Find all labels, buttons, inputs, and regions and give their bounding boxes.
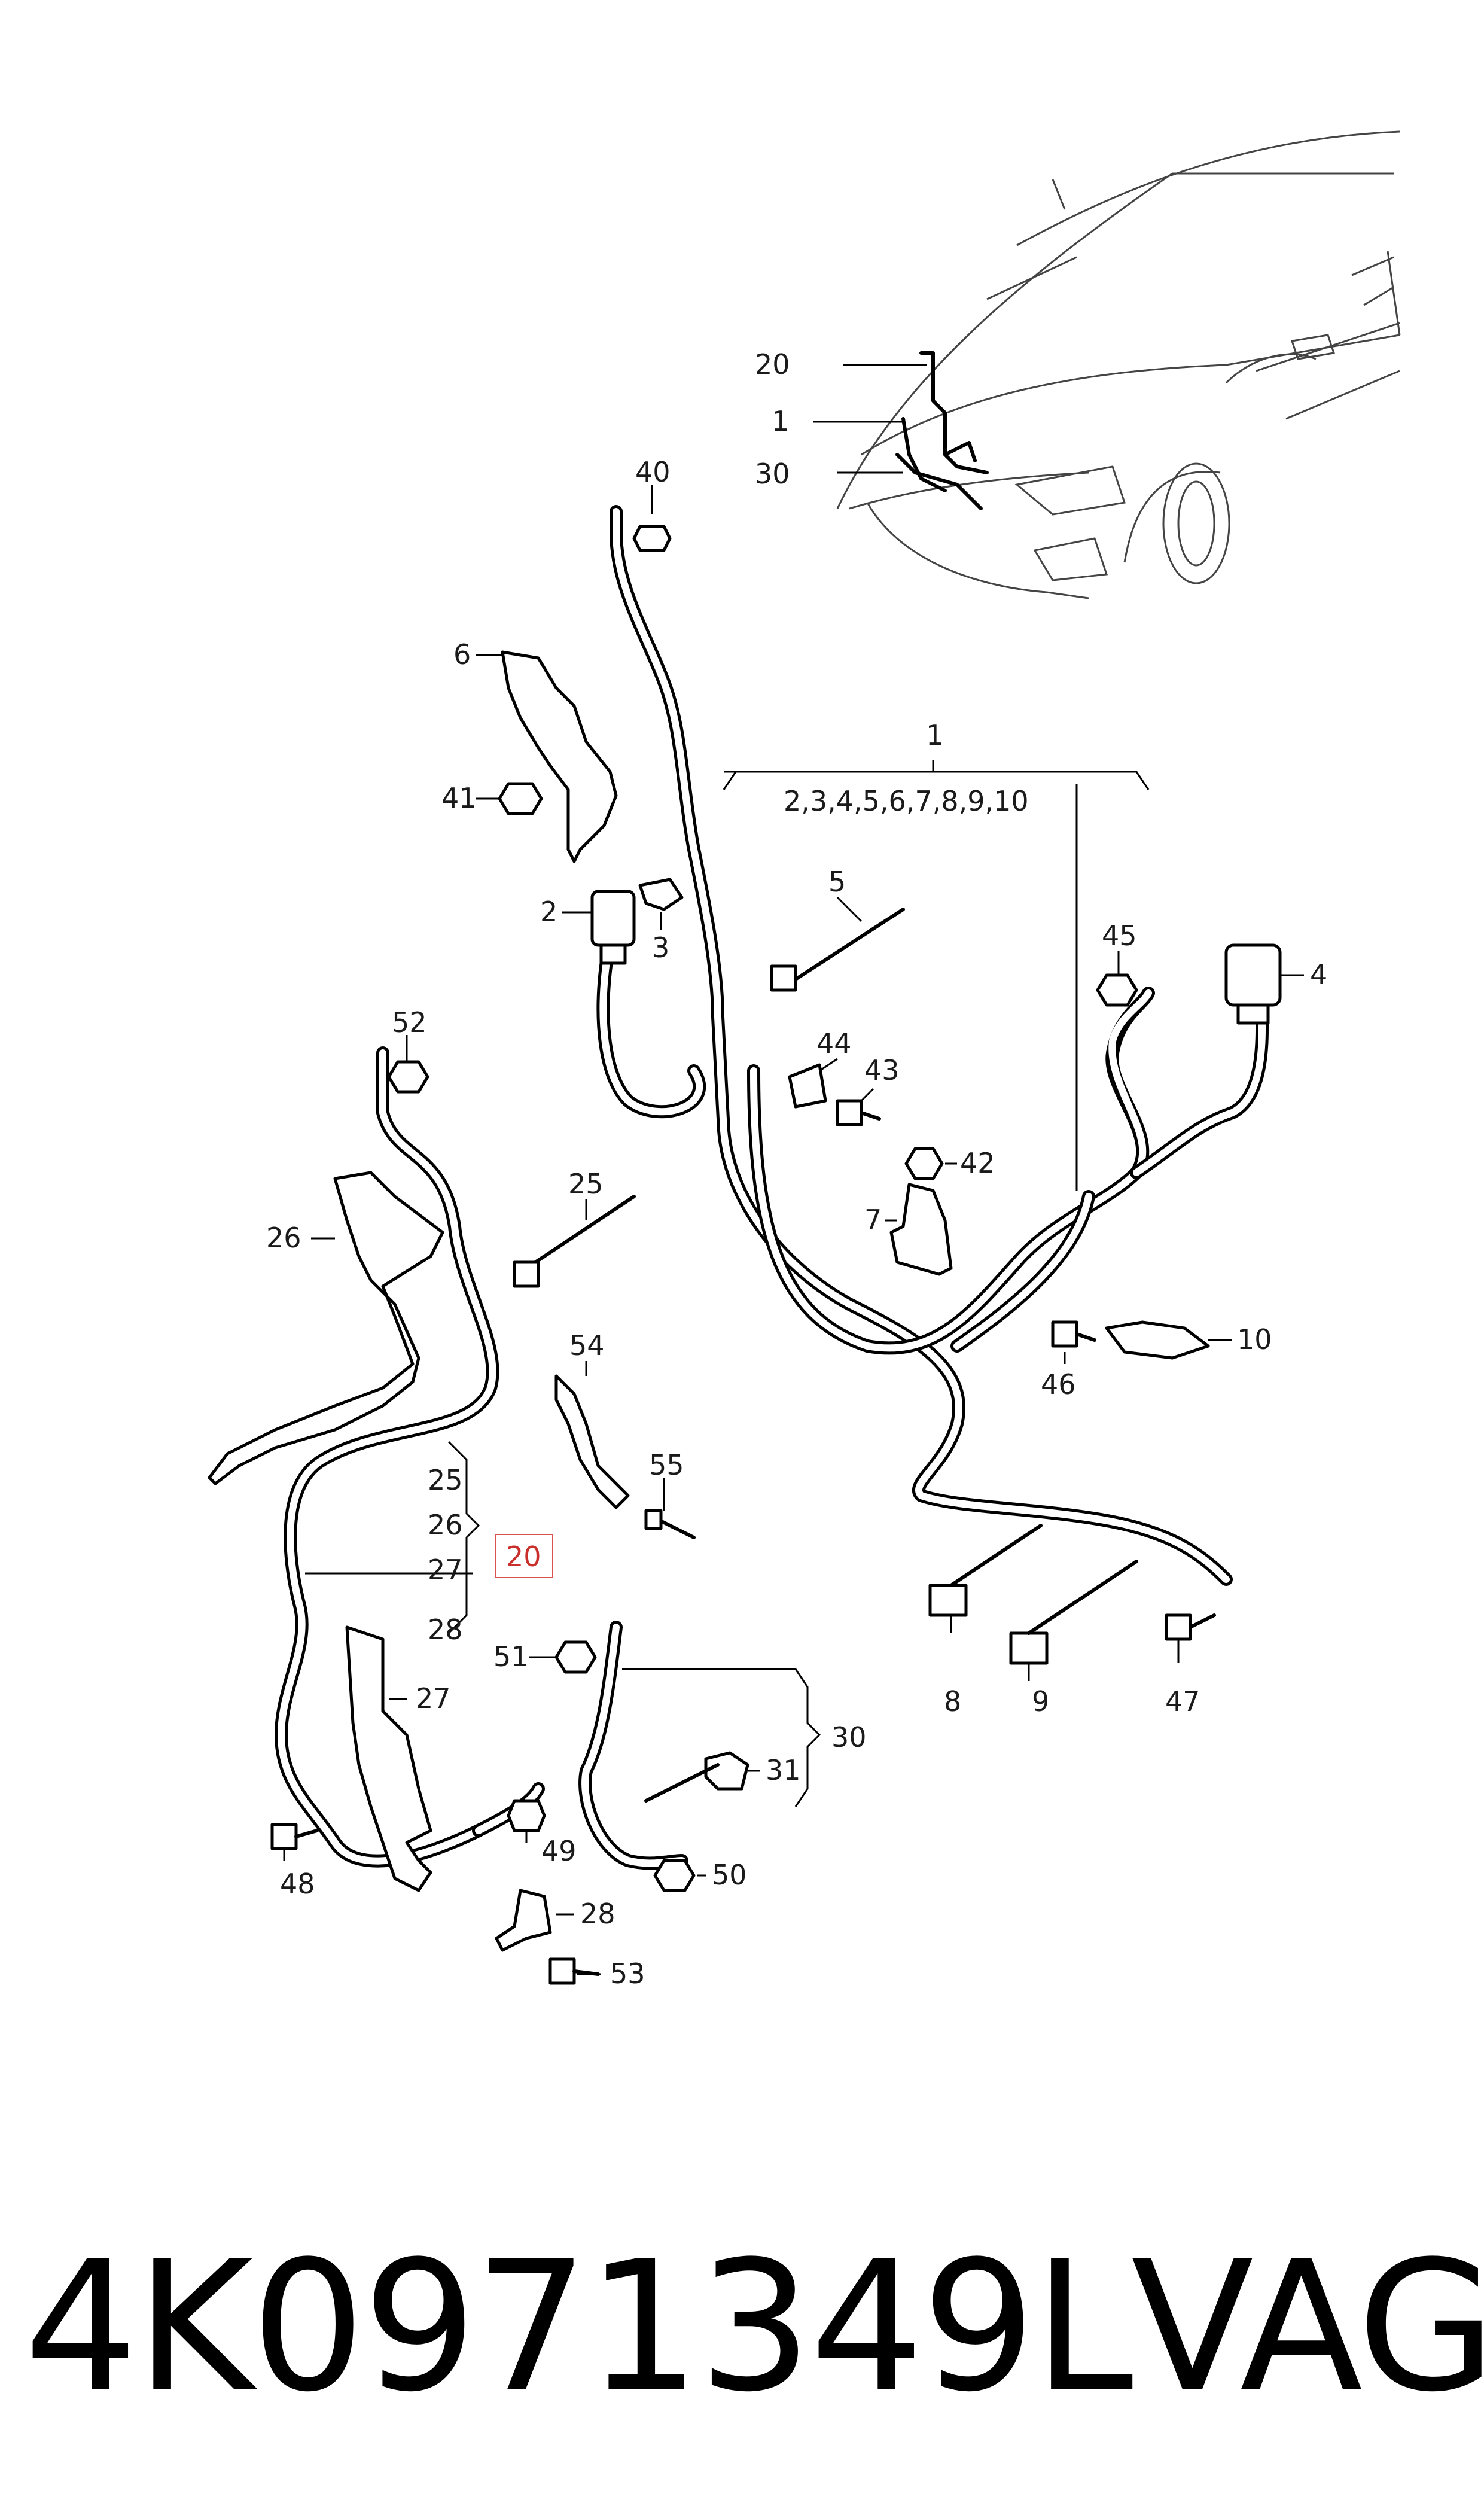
label-51: 51 — [493, 1640, 529, 1673]
label-3: 3 — [652, 931, 669, 964]
label-28: 28 — [580, 1898, 615, 1930]
main-hose — [596, 505, 1269, 1586]
part-2-connector — [590, 890, 636, 965]
label-49: 49 — [541, 1835, 577, 1867]
label-42: 42 — [960, 1147, 995, 1179]
label-53: 53 — [610, 1957, 645, 1990]
group-20-callout-box — [495, 1534, 553, 1578]
label-4: 4 — [1310, 958, 1327, 991]
label-20-car: 20 — [755, 348, 790, 380]
part-49-nut — [507, 1799, 546, 1832]
label-45: 45 — [1102, 919, 1137, 952]
part-47-bolt — [1165, 1613, 1216, 1641]
group-20-item-27: 27 — [428, 1554, 463, 1586]
car-harness — [813, 351, 989, 510]
part-9-clip — [1009, 1560, 1138, 1665]
parts-diagram: 20 1 30 — [208, 130, 1401, 1990]
part-54-bracket — [554, 1374, 630, 1509]
part-5-tie — [770, 908, 905, 992]
part-46-bolt — [1051, 1320, 1096, 1348]
group-20-item-28: 28 — [428, 1613, 463, 1646]
label-1-group-items: 2,3,4,5,6,7,8,9,10 — [784, 785, 1029, 817]
part-55-pin — [644, 1509, 696, 1539]
label-44: 44 — [816, 1027, 852, 1059]
label-55: 55 — [649, 1449, 684, 1481]
label-40: 40 — [635, 456, 671, 488]
label-6: 6 — [453, 638, 471, 671]
label-30: 30 — [831, 1721, 867, 1753]
group-20-item-25: 25 — [428, 1464, 463, 1496]
label-2: 2 — [540, 896, 557, 928]
brand: VAG — [1130, 2222, 1484, 2431]
label-48: 48 — [280, 1868, 315, 1900]
part-number: 4K0971349L — [24, 2222, 1133, 2431]
part-42-nut — [904, 1147, 944, 1180]
part-7-bracket — [889, 1183, 953, 1276]
part-8-clip — [928, 1524, 1043, 1617]
label-7: 7 — [864, 1204, 882, 1236]
label-43: 43 — [864, 1054, 900, 1086]
part-45-nut — [1096, 973, 1138, 1007]
part-6-cover — [501, 650, 618, 863]
leader-lines — [283, 485, 1304, 1975]
part-41-nut — [498, 782, 543, 815]
group-20-item-26: 26 — [428, 1509, 463, 1541]
group-20-callout: 20 — [506, 1540, 541, 1573]
part-27-cover — [345, 1625, 432, 1892]
part-25-tie — [513, 1195, 636, 1288]
label-52: 52 — [392, 1006, 427, 1039]
label-30-car: 30 — [755, 458, 790, 490]
part-50-nut — [653, 1859, 696, 1892]
part-48-bolt — [270, 1823, 319, 1850]
part-43-bolt — [836, 1099, 881, 1126]
part-28-bracket — [495, 1889, 552, 1952]
label-8: 8 — [944, 1685, 961, 1718]
footer: 4K0971349L VAG — [24, 2202, 1484, 2453]
label-1-group: 1 — [926, 719, 943, 751]
part-26-cover — [208, 1171, 444, 1485]
part-44-grommet — [788, 1063, 827, 1109]
part-3-clip — [638, 878, 684, 911]
label-54: 54 — [569, 1329, 605, 1362]
label-41: 41 — [441, 782, 477, 814]
label-31: 31 — [766, 1754, 801, 1786]
label-9: 9 — [1032, 1685, 1049, 1718]
label-1-car: 1 — [772, 405, 789, 437]
label-50: 50 — [712, 1859, 747, 1891]
label-47: 47 — [1165, 1685, 1200, 1718]
part-4-connector — [1224, 943, 1282, 1025]
part-51-nut — [554, 1640, 597, 1674]
part-10-bracket — [1105, 1320, 1210, 1360]
label-46: 46 — [1041, 1368, 1076, 1400]
part-52-nut — [387, 1060, 429, 1094]
part-40-nut — [632, 525, 672, 552]
right-hose — [578, 1621, 688, 1870]
part-53-bolt — [548, 1957, 600, 1985]
label-25: 25 — [568, 1168, 604, 1200]
label-27: 27 — [416, 1682, 451, 1715]
label-10: 10 — [1237, 1323, 1272, 1356]
left-hose — [275, 1046, 545, 1868]
label-26: 26 — [266, 1222, 301, 1254]
part-31-clamp — [644, 1751, 749, 1803]
label-5: 5 — [828, 866, 846, 898]
